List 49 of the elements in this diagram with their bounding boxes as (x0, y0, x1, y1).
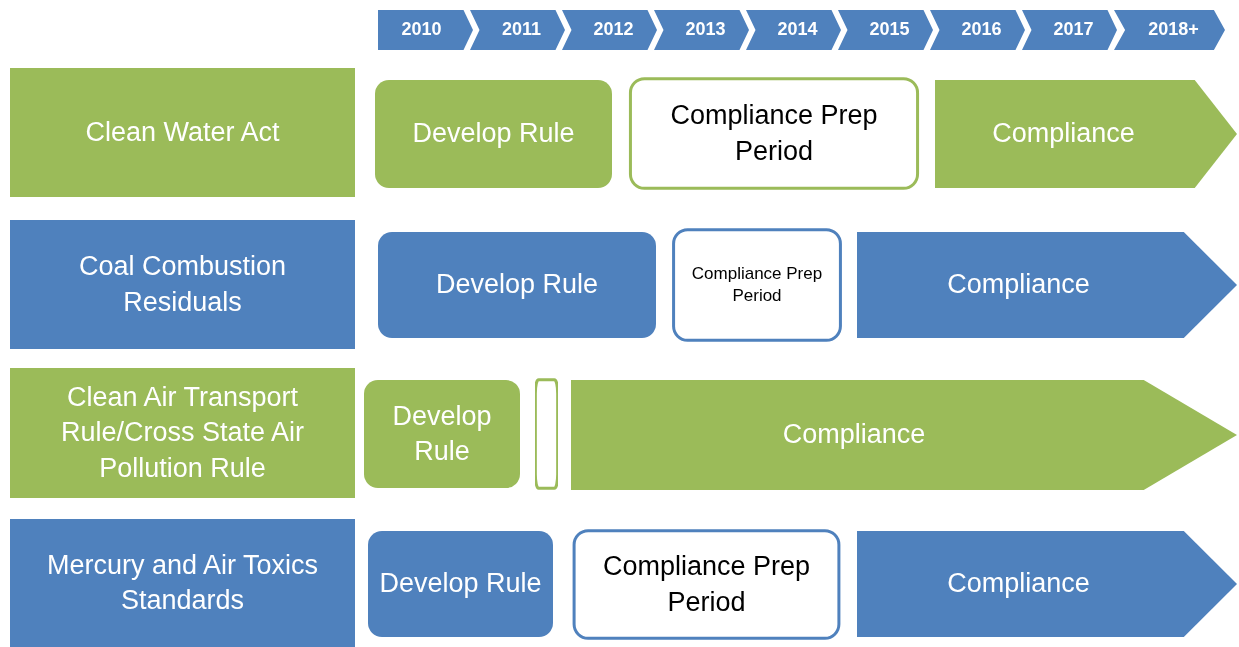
phase-label: Compliance Prep Period (601, 550, 812, 619)
year-label: 2010 (401, 18, 442, 42)
row-header (10, 368, 355, 498)
phase-label: Develop Rule (435, 268, 599, 302)
row-label: Coal Combustion Residuals (77, 250, 288, 319)
year-label: 2018+ (1148, 18, 1199, 42)
phase-label: Compliance (992, 117, 1135, 151)
phase-box (368, 531, 553, 637)
year-tab (1114, 10, 1225, 50)
year-tab (746, 10, 841, 50)
row-label: Mercury and Air Toxics Standards (45, 548, 320, 617)
phase-band (857, 531, 1237, 637)
year-tab (838, 10, 933, 50)
row-header (10, 220, 355, 349)
phase-label: Compliance (947, 567, 1090, 601)
phase-box (364, 380, 520, 488)
phase-box (570, 529, 843, 640)
year-label: 2011 (501, 18, 542, 42)
phase-label: Compliance (947, 268, 1090, 302)
year-label: 2015 (869, 18, 910, 42)
year-label: 2014 (777, 18, 818, 42)
phase-band (571, 380, 1237, 490)
row-header (10, 68, 355, 197)
phase-label: Develop Rule (391, 399, 493, 468)
phase-label: Compliance Prep Period (669, 99, 879, 168)
phase-label: Compliance Prep Period (690, 262, 824, 307)
phase-box (378, 232, 656, 338)
year-label: 2013 (685, 18, 726, 42)
year-tab (562, 10, 657, 50)
phase-label: Compliance (782, 418, 926, 452)
year-label: 2016 (961, 18, 1002, 42)
phase-label: Develop Rule (412, 117, 575, 151)
year-tab (378, 10, 473, 50)
row-header (10, 519, 355, 647)
phase-box (671, 228, 843, 342)
year-label: 2017 (1053, 18, 1094, 42)
empty-box (535, 378, 558, 490)
year-tab (1022, 10, 1117, 50)
year-tab (470, 10, 565, 50)
phase-box (626, 77, 922, 190)
row-label: Clean Air Transport Rule/Cross State Air Pollution Rule (59, 381, 306, 485)
phase-band (935, 80, 1237, 188)
phase-label: Develop Rule (379, 567, 542, 601)
year-tab (930, 10, 1025, 50)
year-label: 2012 (593, 18, 634, 42)
phase-band (857, 232, 1237, 338)
year-tab (654, 10, 749, 50)
row-label: Clean Water Act (85, 115, 280, 149)
phase-box (375, 80, 612, 188)
